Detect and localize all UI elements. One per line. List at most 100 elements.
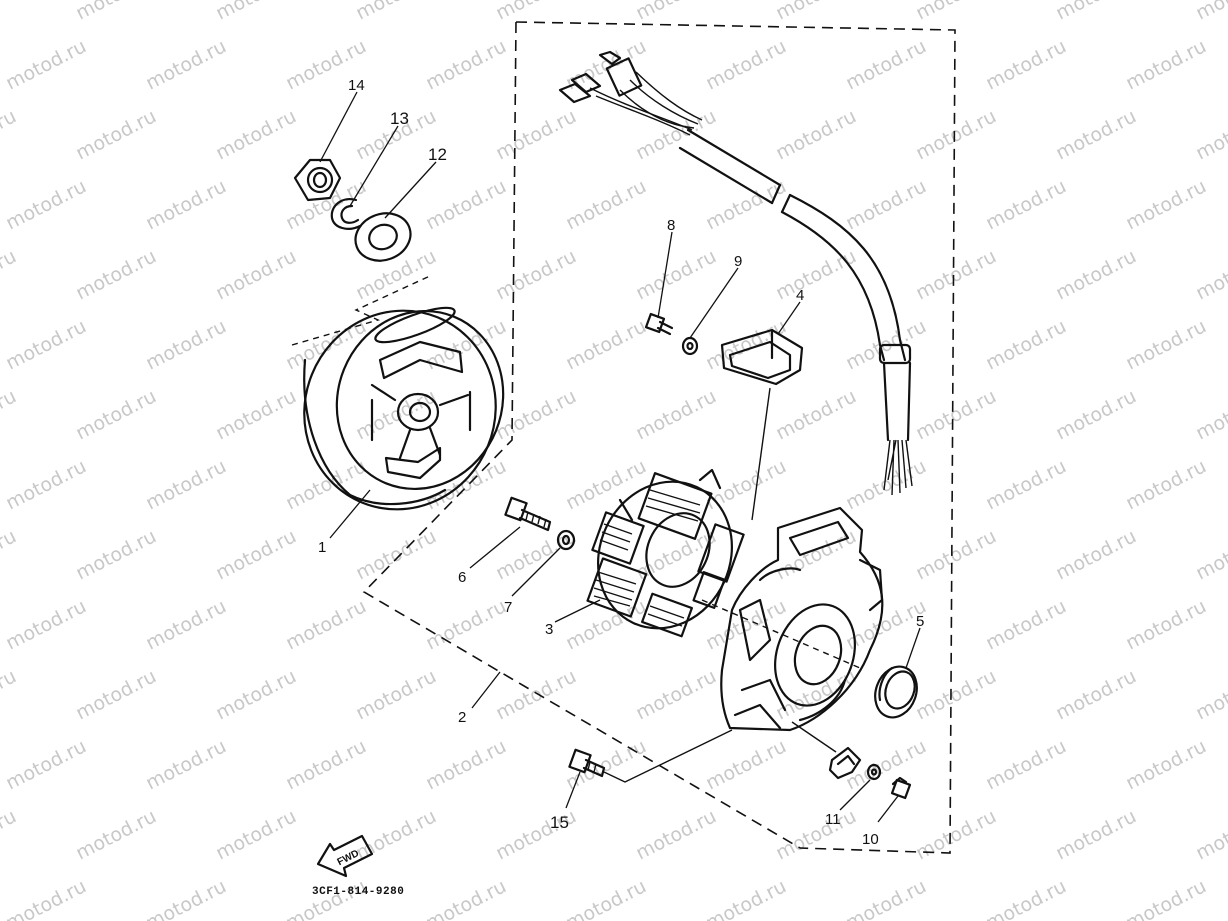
flywheel-axis-line (291, 274, 433, 346)
watermark-text: motod.ru (632, 245, 720, 304)
watermark-text: motod.ru (842, 35, 930, 94)
watermark-text: motod.ru (1122, 455, 1210, 514)
watermark-text: motod.ru (142, 315, 230, 374)
callout-6: 6 (458, 569, 466, 586)
callout-9: 9 (734, 253, 742, 270)
assembly-boundary (362, 21, 956, 854)
callout-12: 12 (428, 145, 447, 164)
clamp-leader-line (791, 721, 837, 753)
watermark-text: motod.ru (702, 35, 790, 94)
watermark-text: motod.ru (1122, 35, 1210, 94)
connector-box (720, 328, 804, 386)
watermark-text: motod.ru (842, 455, 930, 514)
watermark-text: motod.ru (352, 245, 440, 304)
watermark-text: motod.ru (632, 805, 720, 864)
watermark-text: motod.ru (212, 805, 300, 864)
watermark-text: motod.ru (422, 175, 510, 234)
stator-axis-line (701, 599, 861, 669)
lock-washer (330, 198, 362, 230)
callout-11: 11 (825, 811, 841, 828)
watermark-text: motod.ru (982, 735, 1070, 794)
stator-washer (556, 529, 576, 551)
watermark-text: motod.ru (982, 595, 1070, 654)
watermark-text: motod.ru (1122, 175, 1210, 234)
watermark-text: motod.ru (1052, 0, 1140, 24)
watermark-text: motod.ru (142, 735, 230, 794)
watermark-text: motod.ru (422, 875, 510, 921)
watermark-text: motod.ru (702, 875, 790, 921)
base-screw-leader (603, 729, 733, 783)
watermark-text: motod.ru (562, 315, 650, 374)
watermark-text: motod.ru (982, 875, 1070, 921)
watermark-text: motod.ru (632, 665, 720, 724)
watermark-text: motod.ru (562, 455, 650, 514)
callout-14: 14 (348, 77, 365, 94)
watermark-text: motod.ru (1192, 525, 1228, 584)
callout-8: 8 (667, 217, 675, 234)
watermark-text: motod.ru (2, 175, 90, 234)
watermark-text: motod.ru (142, 595, 230, 654)
watermark-text: motod.ru (282, 595, 370, 654)
watermark-text: motod.ru (352, 385, 440, 444)
callout-1: 1 (318, 539, 326, 556)
watermark-text: motod.ru (492, 245, 580, 304)
lead-clamp (828, 746, 862, 780)
watermark-text: motod.ru (212, 385, 300, 444)
watermark-text: motod.ru (772, 805, 860, 864)
watermark-text: motod.ru (632, 0, 720, 24)
callout-5: 5 (916, 613, 924, 630)
watermark-text: motod.ru (212, 0, 300, 24)
watermark-text: motod.ru (212, 105, 300, 164)
callout-7: 7 (504, 599, 512, 616)
watermark-text: motod.ru (1192, 385, 1228, 444)
watermark-text: motod.ru (1122, 735, 1210, 794)
callout-labels: 14 13 12 8 9 4 5 6 7 3 1 2 15 11 10 (318, 77, 924, 848)
flywheel-rotor (303, 306, 505, 511)
watermark-text: motod.ru (0, 525, 20, 584)
callout-13: 13 (390, 109, 409, 128)
watermark-text: motod.ru (982, 455, 1070, 514)
watermark-text: motod.ru (492, 0, 580, 24)
watermark-text: motod.ru (912, 0, 1000, 24)
watermark-text: motod.ru (1192, 245, 1228, 304)
watermark-text: motod.ru (1192, 805, 1228, 864)
watermark-text: motod.ru (0, 805, 20, 864)
stator-base (720, 506, 884, 732)
callout-10: 10 (862, 831, 879, 848)
callout-leaders (319, 91, 921, 823)
watermark-text: motod.ru (0, 105, 20, 164)
watermark-text: motod.ru (212, 245, 300, 304)
watermark-text: motod.ru (912, 805, 1000, 864)
oil-seal (874, 665, 918, 719)
watermark-text: motod.ru (1122, 875, 1210, 921)
watermark-text: motod.ru (492, 525, 580, 584)
watermark-text: motod.ru (772, 105, 860, 164)
watermark-text: motod.ru (1052, 805, 1140, 864)
watermark-text: motod.ru (702, 315, 790, 374)
watermark-text: motod.ru (632, 385, 720, 444)
watermark-text: motod.ru (1052, 665, 1140, 724)
watermark-text: motod.ru (352, 805, 440, 864)
watermark-text: motod.ru (2, 875, 90, 921)
nut (293, 158, 342, 202)
watermark-text: motod.ru (912, 105, 1000, 164)
watermark-text: motod.ru (912, 245, 1000, 304)
watermark-text: motod.ru (422, 595, 510, 654)
watermark-text: motod.ru (72, 665, 160, 724)
watermark-text: motod.ru (72, 385, 160, 444)
connector-washer (681, 336, 699, 356)
callout-4: 4 (796, 287, 804, 304)
watermark-text: motod.ru (352, 665, 440, 724)
watermark-text: motod.ru (842, 875, 930, 921)
callout-15: 15 (550, 813, 569, 832)
watermark-text: motod.ru (1052, 105, 1140, 164)
watermark-text: motod.ru (562, 175, 650, 234)
watermark-text: motod.ru (142, 455, 230, 514)
watermark-text: motod.ru (72, 805, 160, 864)
stator-screw (504, 496, 552, 532)
watermark-text: motod.ru (912, 525, 1000, 584)
watermark-text: motod.ru (282, 735, 370, 794)
callout-2: 2 (458, 709, 466, 726)
watermark-text: motod.ru (2, 35, 90, 94)
watermark-text: motod.ru (562, 875, 650, 921)
